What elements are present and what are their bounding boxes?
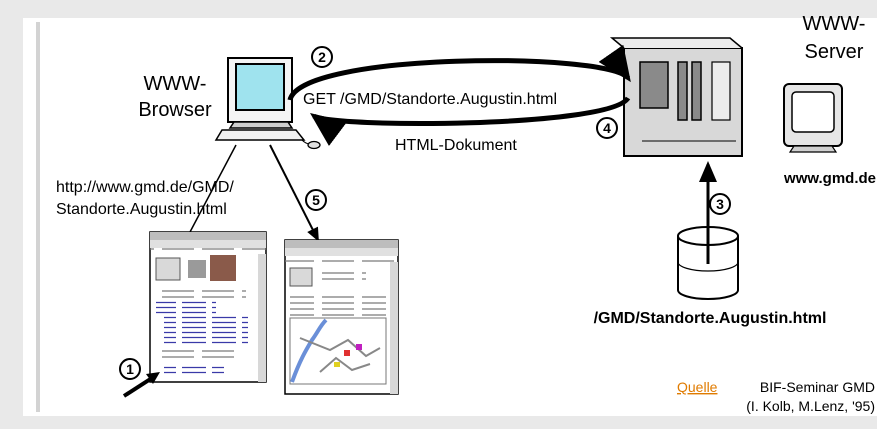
browser-computer-icon [214, 57, 321, 150]
source-line2: (I. Kolb, M.Lenz, '95) [746, 398, 875, 414]
step-label-3: 3 [716, 196, 724, 212]
source-line1: BIF-Seminar GMD [760, 379, 875, 395]
gmd-homepage-thumbnail [149, 231, 267, 383]
server-icon [609, 37, 743, 157]
request-label: GET /GMD/Standorte.Augustin.html [303, 91, 557, 108]
response-label: HTML-Dokument [395, 137, 517, 154]
browser-screen [235, 63, 285, 111]
step-badge-2: 2 [311, 46, 333, 68]
response-arrow [309, 96, 631, 146]
step-badge-5: 5 [305, 189, 327, 211]
display-arrow [269, 144, 319, 242]
step-badge-4: 4 [596, 117, 618, 139]
browser-label-line1: WWW- [144, 73, 207, 95]
augustin-page-thumbnail [284, 239, 399, 395]
cursor-arrow-icon [122, 372, 160, 398]
host-label: www.gmd.de [783, 170, 876, 187]
server-label-line2: Server [805, 41, 864, 63]
step-label-5: 5 [312, 192, 320, 208]
file-path-label: /GMD/Standorte.Augustin.html [594, 310, 827, 327]
source-link[interactable]: Quelle [677, 379, 718, 395]
browser-label-line2: Browser [138, 99, 212, 121]
url-connector [189, 144, 237, 233]
request-arrow [287, 44, 631, 102]
step-label-1: 1 [126, 361, 134, 377]
keyboard-icon [214, 129, 306, 141]
step-label-4: 4 [603, 120, 611, 136]
step-badge-3: 3 [709, 193, 731, 215]
url-label-line2: Standorte.Augustin.html [56, 201, 227, 218]
step-badge-1: 1 [119, 358, 141, 380]
mouse-icon [307, 140, 321, 150]
step-label-2: 2 [318, 49, 326, 65]
server-label-line1: WWW- [803, 13, 866, 35]
server-monitor-icon [783, 83, 843, 153]
url-label-line1: http://www.gmd.de/GMD/ [56, 179, 234, 196]
